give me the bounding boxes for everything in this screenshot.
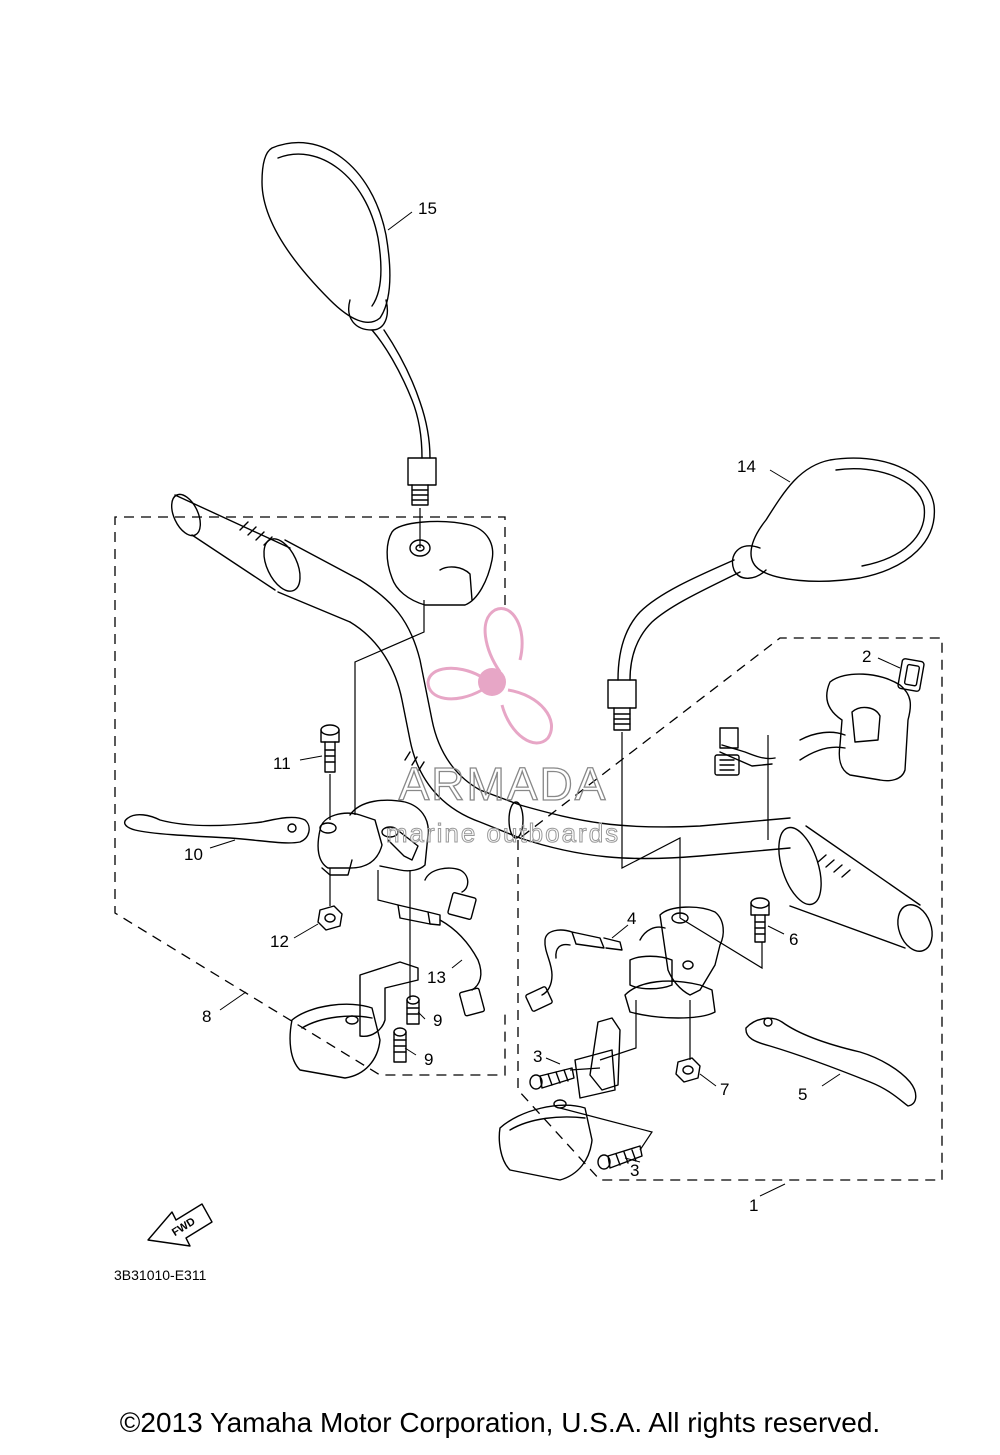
callout-8: 8 [202, 1007, 211, 1026]
bolt-9-upper [406, 995, 420, 1025]
callout-12: 12 [270, 932, 289, 951]
callout-2: 2 [862, 647, 871, 666]
callout-11: 11 [273, 754, 291, 773]
bolt-3-upper [529, 1067, 575, 1090]
right-grip [778, 825, 933, 952]
nut-12 [317, 905, 343, 931]
right-master-cylinder [624, 906, 724, 1019]
callout-6: 6 [789, 930, 798, 949]
nut-7 [675, 1057, 701, 1083]
callout-3: 3 [630, 1161, 639, 1180]
bolt-9-lower [393, 1027, 407, 1063]
callout-3: 3 [533, 1047, 542, 1066]
right-assembly-boundary [517, 637, 943, 1181]
watermark-tagline: marine outboards [386, 818, 620, 848]
fwd-arrow-icon [147, 1203, 213, 1247]
watermark: ARMADA marine outboards [385, 607, 620, 849]
right-switch [714, 658, 925, 782]
callout-9: 9 [424, 1050, 433, 1069]
callout-14: 14 [737, 457, 756, 476]
left-clutch-switch [397, 867, 486, 1017]
callout-13: 13 [427, 968, 446, 987]
handlebar [349, 579, 791, 860]
right-brake-switch [525, 929, 623, 1012]
right-bracket [498, 1017, 621, 1181]
copyright-notice: ©2013 Yamaha Motor Corporation, U.S.A. A… [119, 1407, 881, 1438]
left-grip [170, 493, 361, 623]
callout-5: 5 [798, 1085, 807, 1104]
watermark-brand: ARMADA [399, 758, 608, 810]
bolt-6 [750, 897, 770, 943]
drawing-code: 3B31010-E311 [114, 1267, 207, 1283]
left-mirror [261, 142, 437, 506]
left-assembly-boundary [114, 516, 506, 1076]
callout-4: 4 [627, 909, 636, 928]
right-mirror [607, 457, 936, 731]
bolt-3-lower [597, 1145, 643, 1170]
watermark-propeller-icon [426, 607, 554, 745]
callout-10: 10 [184, 845, 203, 864]
right-lever [745, 1017, 917, 1107]
left-bracket [289, 961, 419, 1079]
left-perch [317, 799, 429, 876]
callout-1: 1 [749, 1196, 758, 1215]
callout-15: 15 [418, 199, 437, 218]
fwd-label: FWD [170, 1215, 198, 1238]
callout-9: 9 [433, 1011, 442, 1030]
bolt-11 [320, 724, 340, 773]
left-mirror-clamp [386, 520, 494, 606]
callout-7: 7 [720, 1080, 729, 1099]
left-lever [123, 813, 310, 844]
